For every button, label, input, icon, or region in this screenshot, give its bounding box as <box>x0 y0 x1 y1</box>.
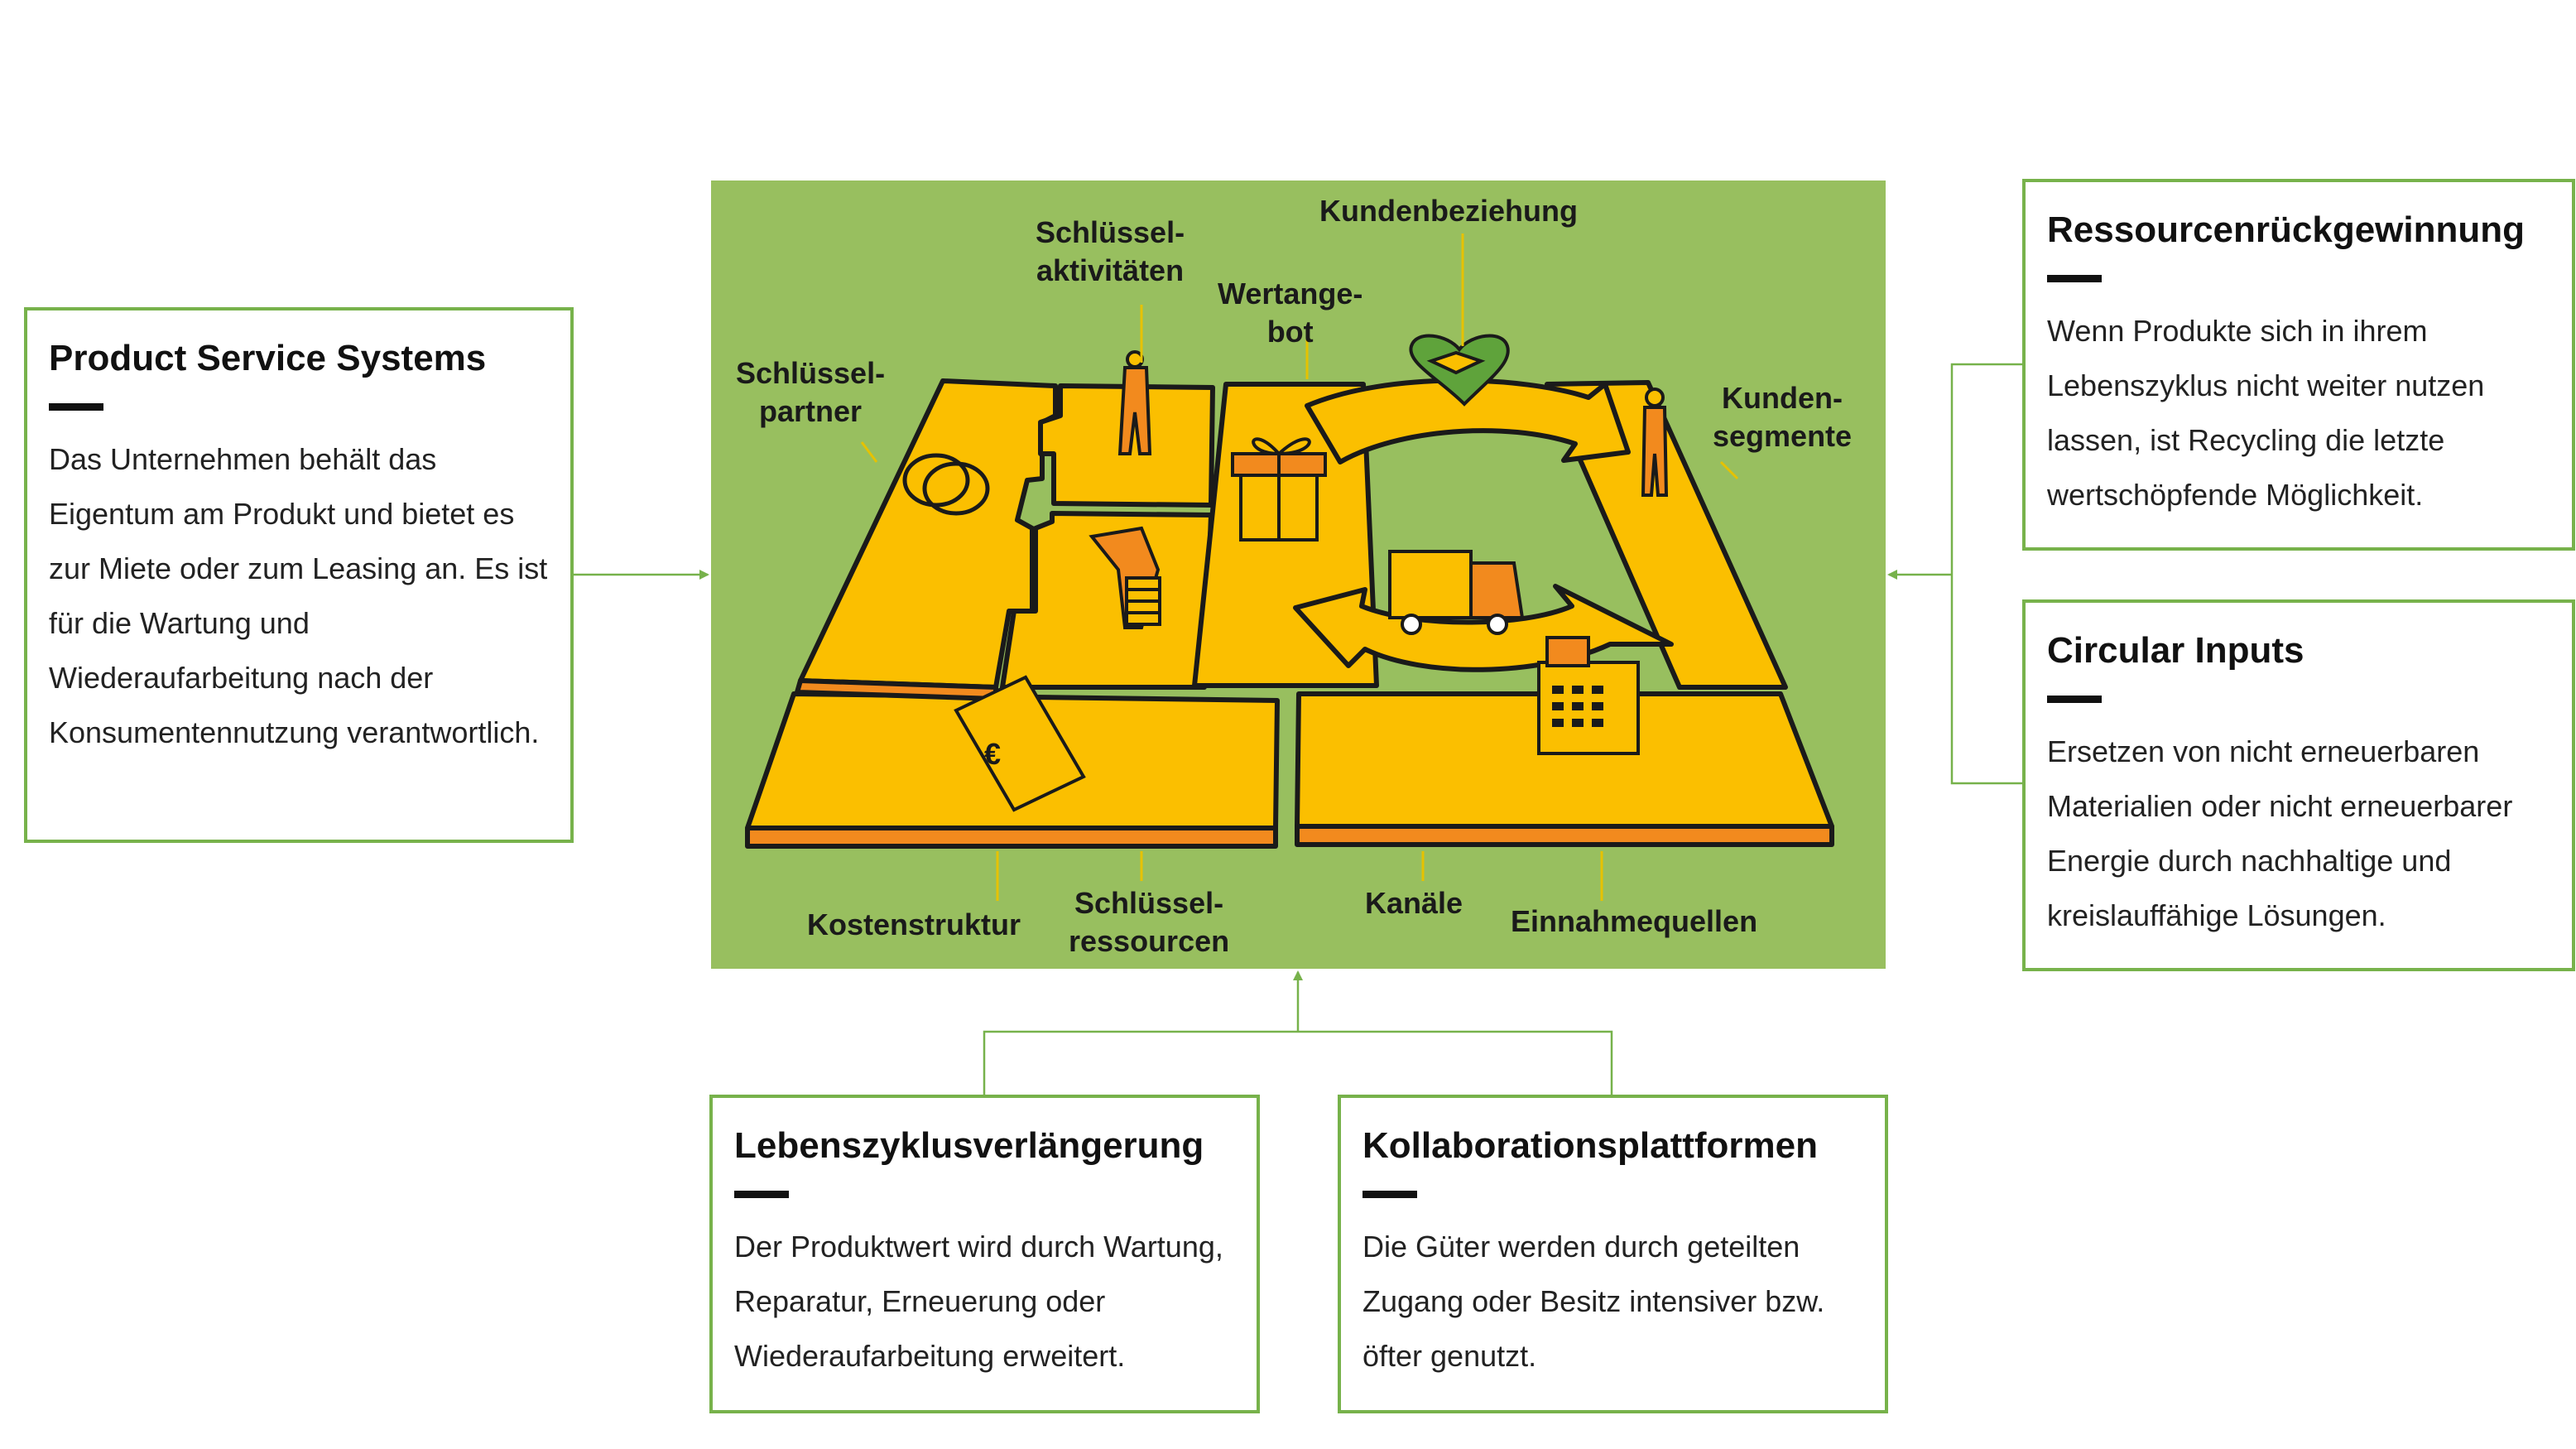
connector-right <box>1889 363 2022 785</box>
label-schluesselressourcen: Schlüssel- ressourcen <box>1069 886 1230 958</box>
card-text: Wenn Produkte sich in ihrem Lebenszyklus… <box>2047 314 2485 513</box>
euro-symbol: € <box>984 737 1001 771</box>
gift-icon <box>1231 437 1327 542</box>
label-wertangebot: Wertange- bot <box>1218 277 1363 349</box>
title-underline <box>2047 275 2102 283</box>
card-text: Der Produktwert wird durch Wartung, Repa… <box>734 1230 1223 1374</box>
title-underline <box>49 403 103 412</box>
leader-lines <box>860 233 1739 901</box>
card-text: Ersetzen von nicht erneuerbaren Material… <box>2047 734 2513 933</box>
card-product-service-systems: Product Service Systems Das Unternehmen … <box>24 307 574 843</box>
canvas-illustration: € <box>745 233 1834 901</box>
card-ressourcenrueckgewinnung: Ressourcenrückgewinnung Wenn Produkte si… <box>2022 179 2575 551</box>
customer-icon <box>1641 388 1669 497</box>
card-text: Die Güter werden durch geteilten Zugang … <box>1362 1230 1825 1374</box>
label-schluesselpartner: Schlüssel- partner <box>736 356 886 428</box>
worker-icon <box>1117 350 1152 455</box>
label-einnahmequellen: Einnahmequellen <box>1511 904 1758 938</box>
card-text: Das Unternehmen behält das Eigentum am P… <box>49 442 548 750</box>
card-title: Product Service Systems <box>49 338 487 378</box>
label-kundenbeziehung: Kundenbeziehung <box>1319 194 1578 228</box>
block-kundensegmente <box>1545 380 1788 690</box>
title-underline <box>734 1191 789 1199</box>
block-kostenstruktur-side <box>745 826 1278 849</box>
invoice-icon: € <box>954 675 1086 812</box>
card-title: Lebenszyklusverlängerung <box>734 1125 1204 1166</box>
card-title: Ressourcenrückgewinnung <box>2047 209 2526 250</box>
rings-icon <box>902 453 990 516</box>
label-kanaele: Kanäle <box>1365 886 1463 920</box>
cash-register-icon <box>1537 636 1640 755</box>
card-title: Circular Inputs <box>2047 630 2304 671</box>
card-circular-inputs: Circular Inputs Ersetzen von nicht erneu… <box>2022 599 2575 971</box>
block-einnahmequellen-side <box>1295 824 1834 847</box>
title-underline <box>2047 696 2102 704</box>
label-kundensegmente: Kunden- segmente <box>1713 381 1853 453</box>
business-model-canvas: € Schlüssel- partner Schlüssel- aktivitä… <box>711 181 1886 969</box>
worker-stacking-icon <box>1089 526 1161 629</box>
truck-icon <box>1388 550 1525 635</box>
cycle-arrow-top <box>1305 378 1631 465</box>
handshake-heart-icon <box>1409 334 1510 407</box>
title-underline <box>1362 1191 1417 1199</box>
connector-bottom <box>983 972 1613 1095</box>
card-lebenszyklusverlaengerung: Lebenszyklusverlängerung Der Produktwert… <box>709 1095 1260 1413</box>
card-title: Kollaborationsplattformen <box>1362 1125 1819 1166</box>
card-kollaborationsplattformen: Kollaborationsplattformen Die Güter werd… <box>1338 1095 1888 1413</box>
label-kostenstruktur: Kostenstruktur <box>807 907 1021 941</box>
label-schluesselaktivitaeten: Schlüssel- aktivitäten <box>1036 215 1185 287</box>
